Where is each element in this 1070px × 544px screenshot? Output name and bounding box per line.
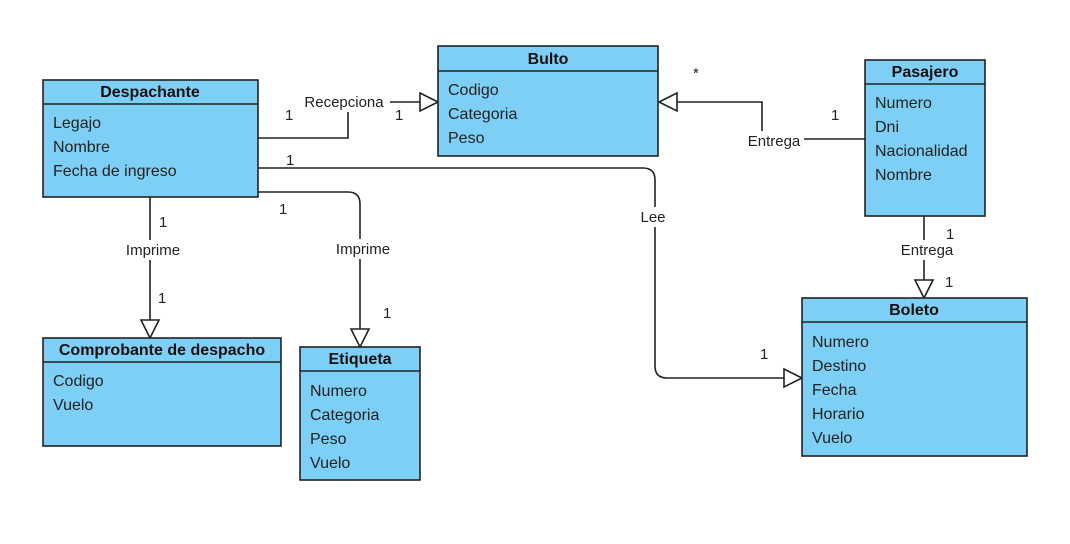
class-boleto-attribute: Vuelo: [812, 430, 852, 447]
class-despachante-box: [42, 79, 259, 198]
relation-imprime-comprobante: Imprime 1 1: [120, 197, 184, 340]
relation-lee-target-mult: 1: [760, 346, 768, 363]
relation-entrega-bulto-line: [677, 101, 865, 140]
relation-entrega-boleto-source-mult: 1: [946, 226, 954, 243]
class-pasajero-title: Pasajero: [892, 64, 959, 81]
relation-recepciona-source-mult: 1: [285, 107, 293, 124]
class-pasajero-box: [864, 59, 986, 217]
relation-imprime-etiqueta-label: Imprime: [336, 241, 390, 258]
class-comprobante-title: Comprobante de despacho: [59, 342, 265, 359]
class-bulto-attribute: Peso: [448, 130, 485, 147]
relation-entrega-bulto-target-mult: *: [693, 65, 699, 82]
class-comprobante-attribute: Vuelo: [53, 397, 93, 414]
relation-lee: Lee 1 1: [258, 152, 804, 389]
class-comprobante: Comprobante de despacho Codigo Vuelo: [42, 337, 282, 447]
relation-entrega-boleto: Entrega 1 1: [895, 216, 957, 300]
class-pasajero-attribute: Dni: [875, 119, 899, 136]
relation-entrega-boleto-arrowhead: [913, 279, 935, 300]
class-despachante-attribute: Legajo: [53, 115, 101, 132]
class-despachante-attribute: Nombre: [53, 139, 110, 156]
class-etiqueta-attribute: Categoria: [310, 407, 379, 424]
class-boleto-attribute: Horario: [812, 406, 865, 423]
class-despachante: Despachante Legajo Nombre Fecha de ingre…: [42, 79, 259, 198]
class-pasajero-attribute: Nacionalidad: [875, 143, 968, 160]
relation-entrega-bulto: Entrega 1 *: [657, 65, 865, 151]
class-despachante-title: Despachante: [100, 84, 200, 101]
relation-lee-line: [258, 167, 784, 379]
relation-entrega-boleto-label: Entrega: [901, 242, 954, 259]
class-boleto-title: Boleto: [889, 302, 939, 319]
relation-imprime-etiqueta-arrowhead: [349, 328, 371, 349]
class-etiqueta: Etiqueta Numero Categoria Peso Vuelo: [299, 346, 421, 481]
class-bulto: Bulto Codigo Categoria Peso: [437, 45, 659, 157]
class-etiqueta-attribute: Vuelo: [310, 455, 350, 472]
relation-recepciona-target-mult: 1: [395, 107, 403, 124]
relation-entrega-bulto-source-mult: 1: [831, 107, 839, 124]
relation-lee-source-mult: 1: [286, 152, 294, 169]
class-etiqueta-attribute: Numero: [310, 383, 367, 400]
relation-entrega-bulto-label-bg: [742, 131, 804, 151]
class-bulto-attribute: Codigo: [448, 82, 499, 99]
class-boleto-box: [801, 297, 1028, 457]
relation-imprime-etiqueta: Imprime 1 1: [258, 191, 396, 349]
class-boleto-attribute: Destino: [812, 358, 866, 375]
relation-entrega-bulto-label: Entrega: [748, 133, 801, 150]
relation-entrega-bulto-arrowhead: [657, 91, 678, 113]
relation-imprime-comprobante-target-mult: 1: [158, 290, 166, 307]
class-comprobante-box: [42, 337, 282, 447]
relation-imprime-comprobante-label-bg: [120, 240, 184, 260]
class-comprobante-attribute: Codigo: [53, 373, 104, 390]
relation-imprime-etiqueta-label-bg: [330, 239, 396, 259]
relation-imprime-comprobante-label: Imprime: [126, 242, 180, 259]
relation-lee-arrowhead: [783, 367, 804, 389]
relation-imprime-etiqueta-target-mult: 1: [383, 305, 391, 322]
relation-recepciona: Recepciona 1 1: [258, 91, 440, 139]
class-boleto: Boleto Numero Destino Fecha Horario Vuel…: [801, 297, 1028, 457]
relation-imprime-comprobante-arrowhead: [139, 319, 161, 340]
relation-recepciona-arrowhead: [419, 91, 440, 113]
class-etiqueta-attribute: Peso: [310, 431, 347, 448]
class-despachante-attribute: Fecha de ingreso: [53, 163, 177, 180]
relation-entrega-boleto-target-mult: 1: [945, 274, 953, 291]
class-bulto-attribute: Categoria: [448, 106, 517, 123]
relation-imprime-etiqueta-line: [258, 191, 361, 329]
class-etiqueta-box: [299, 346, 421, 481]
relation-recepciona-label-bg: [298, 92, 390, 112]
relation-lee-label: Lee: [640, 209, 665, 226]
class-pasajero-attribute: Nombre: [875, 167, 932, 184]
class-bulto-box: [437, 45, 659, 157]
relation-lee-label-bg: [638, 207, 672, 227]
relation-imprime-comprobante-source-mult: 1: [159, 214, 167, 231]
relation-recepciona-label: Recepciona: [304, 94, 384, 111]
class-pasajero: Pasajero Numero Dni Nacionalidad Nombre: [864, 59, 986, 217]
class-pasajero-attribute: Numero: [875, 95, 932, 112]
class-boleto-attribute: Numero: [812, 334, 869, 351]
class-bulto-title: Bulto: [528, 51, 569, 68]
class-etiqueta-title: Etiqueta: [328, 351, 391, 368]
class-boleto-attribute: Fecha: [812, 382, 857, 399]
relation-entrega-boleto-label-bg: [895, 240, 957, 260]
relation-imprime-etiqueta-source-mult: 1: [279, 201, 287, 218]
